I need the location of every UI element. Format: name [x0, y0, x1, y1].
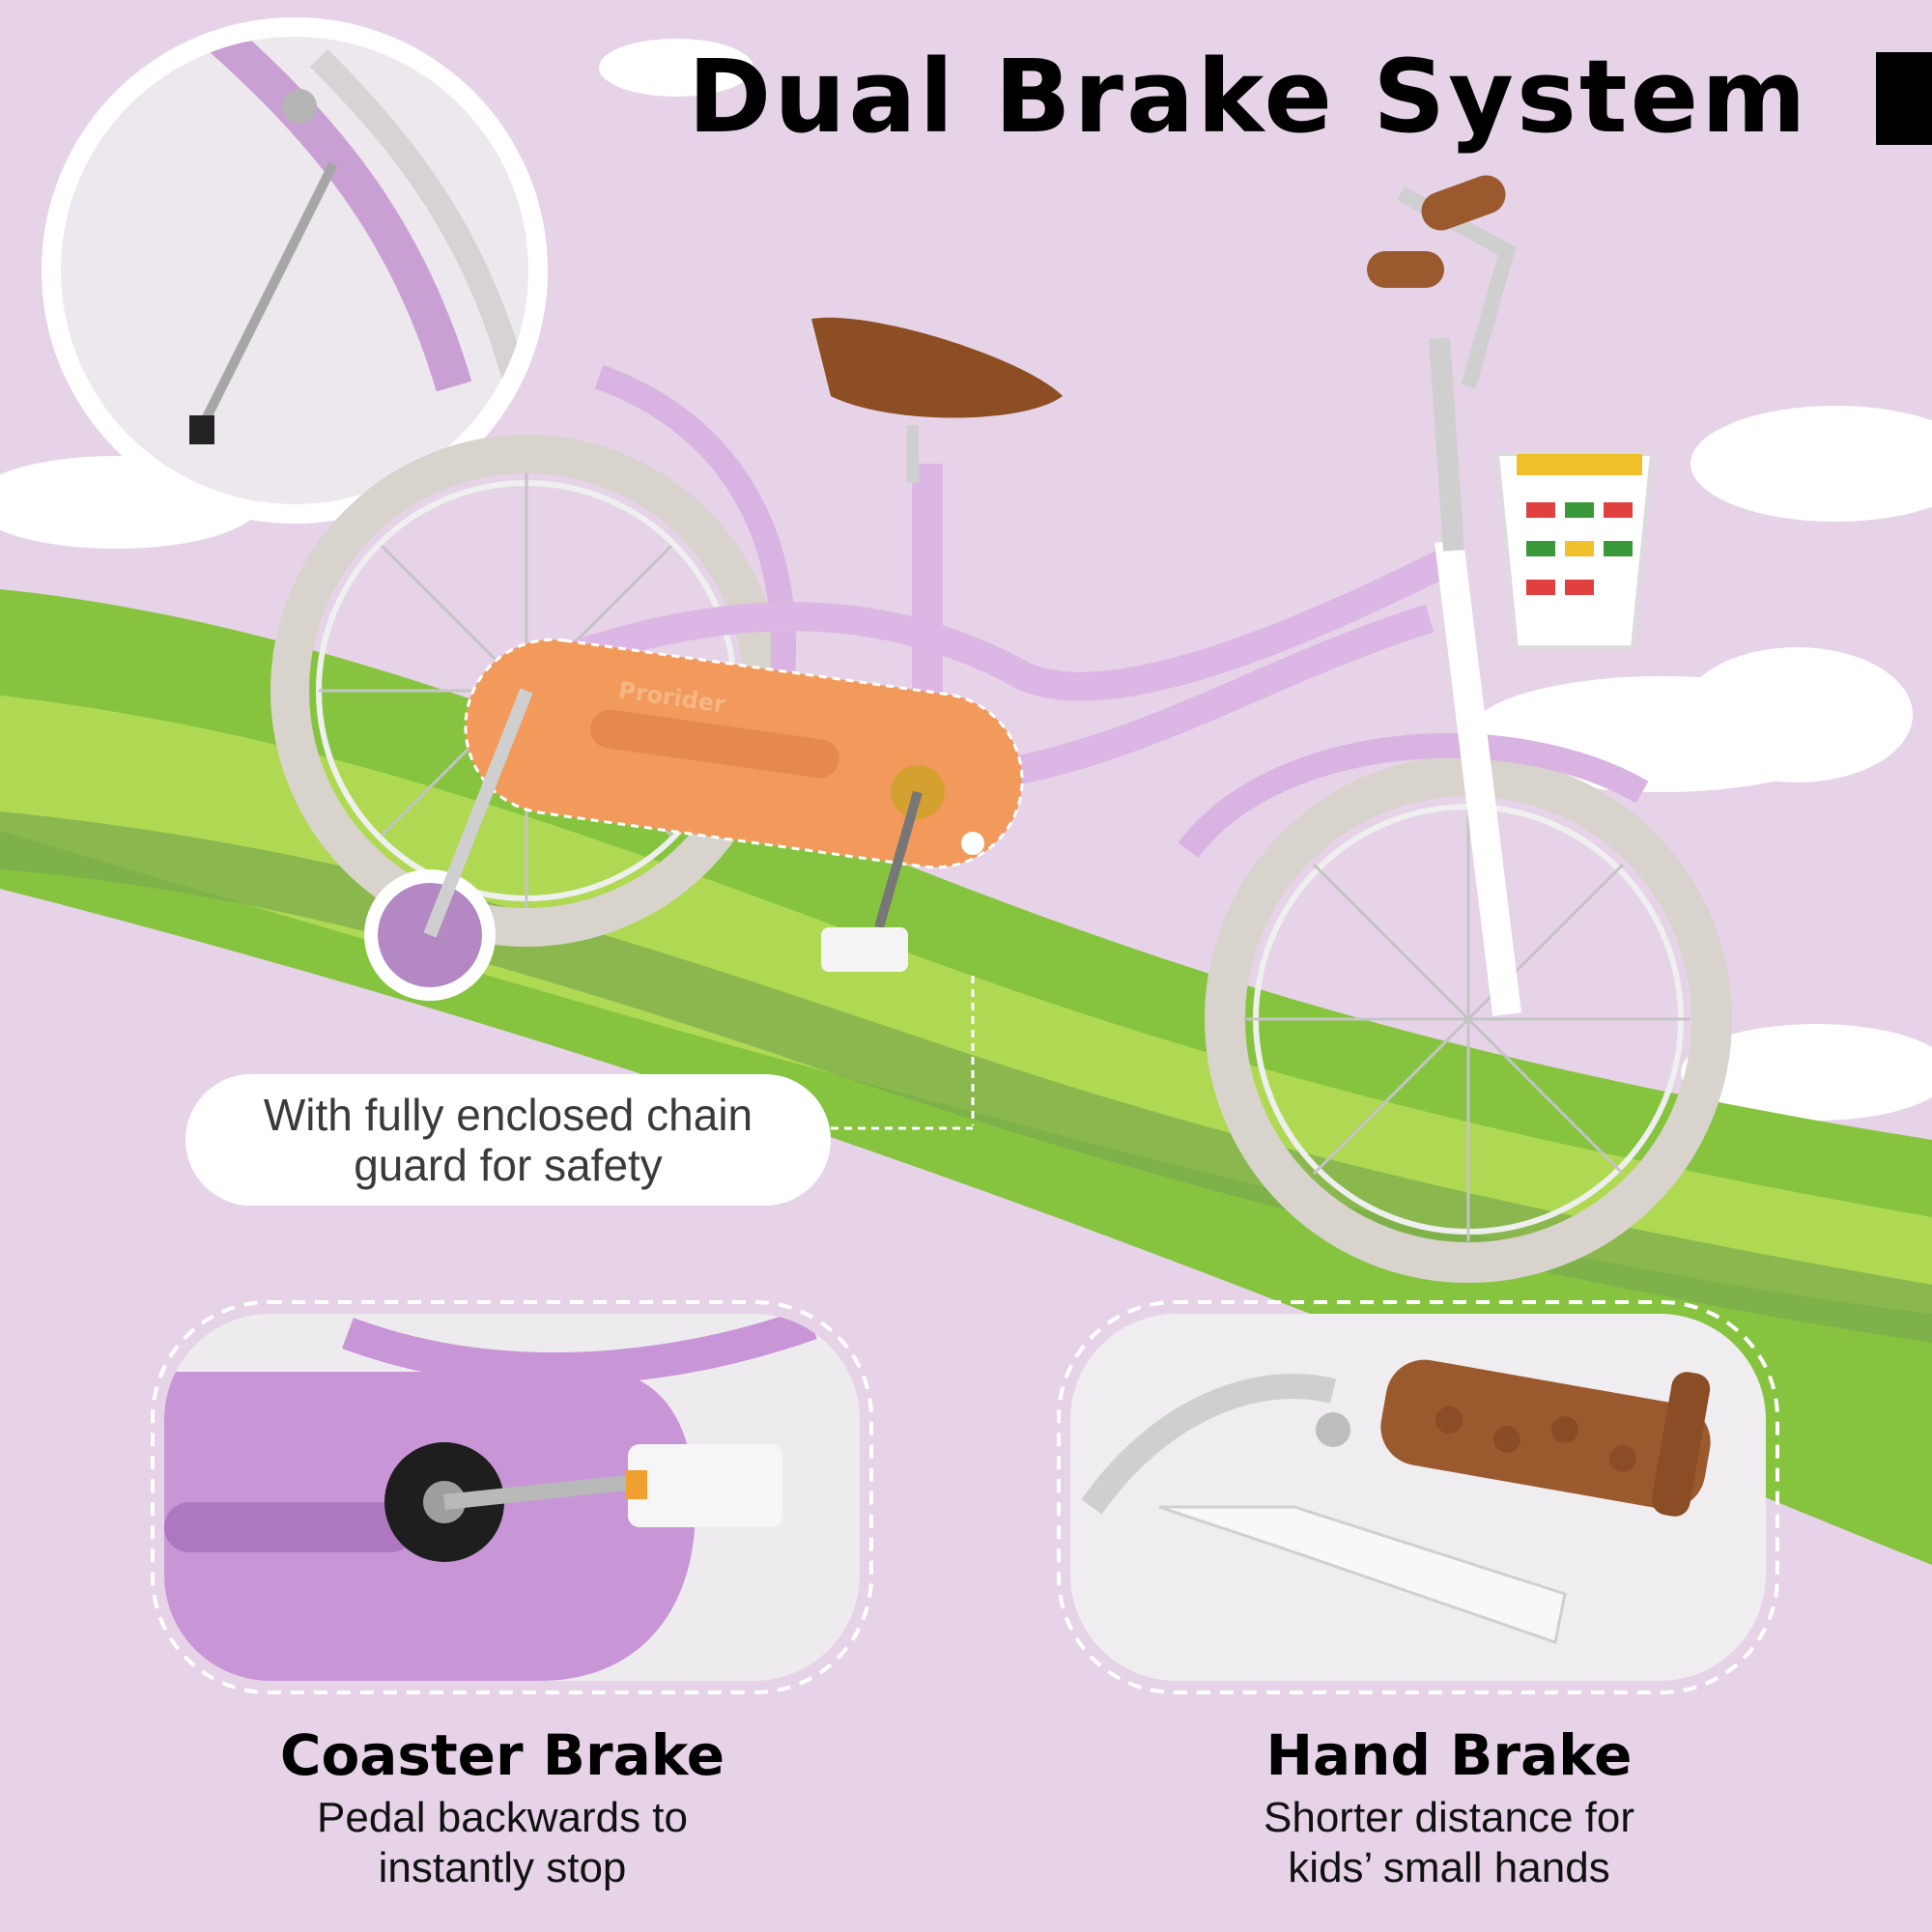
coaster-brake-inset: [151, 1300, 873, 1694]
title-accent-bar: [1876, 52, 1932, 145]
callout-line-1: With fully enclosed chain: [263, 1090, 753, 1140]
hand-brake-inset: [1057, 1300, 1779, 1694]
bike: [270, 175, 1732, 1283]
callout-line-2: guard for safety: [354, 1140, 663, 1190]
feature-hand-brake: Hand Brake Shorter distance for kids’ sm…: [1130, 1721, 1768, 1893]
chain-guard-callout: With fully enclosed chain guard for safe…: [185, 1074, 831, 1206]
feature-title: Coaster Brake: [279, 1722, 725, 1788]
kickstand-inset: [42, 17, 548, 524]
feature-description-line-2: kids’ small hands: [1288, 1844, 1610, 1891]
feature-description-line-1: Shorter distance for: [1264, 1794, 1634, 1841]
page-title: Dual Brake System: [688, 38, 1809, 156]
feature-description: Pedal backwards to instantly stop: [184, 1793, 821, 1893]
feature-description: Shorter distance for kids’ small hands: [1130, 1793, 1768, 1893]
feature-description-line-2: instantly stop: [378, 1844, 627, 1891]
feature-coaster-brake: Coaster Brake Pedal backwards to instant…: [184, 1721, 821, 1893]
feature-title: Hand Brake: [1265, 1722, 1633, 1788]
basket-toys: [1526, 502, 1633, 595]
feature-description-line-1: Pedal backwards to: [317, 1794, 688, 1841]
